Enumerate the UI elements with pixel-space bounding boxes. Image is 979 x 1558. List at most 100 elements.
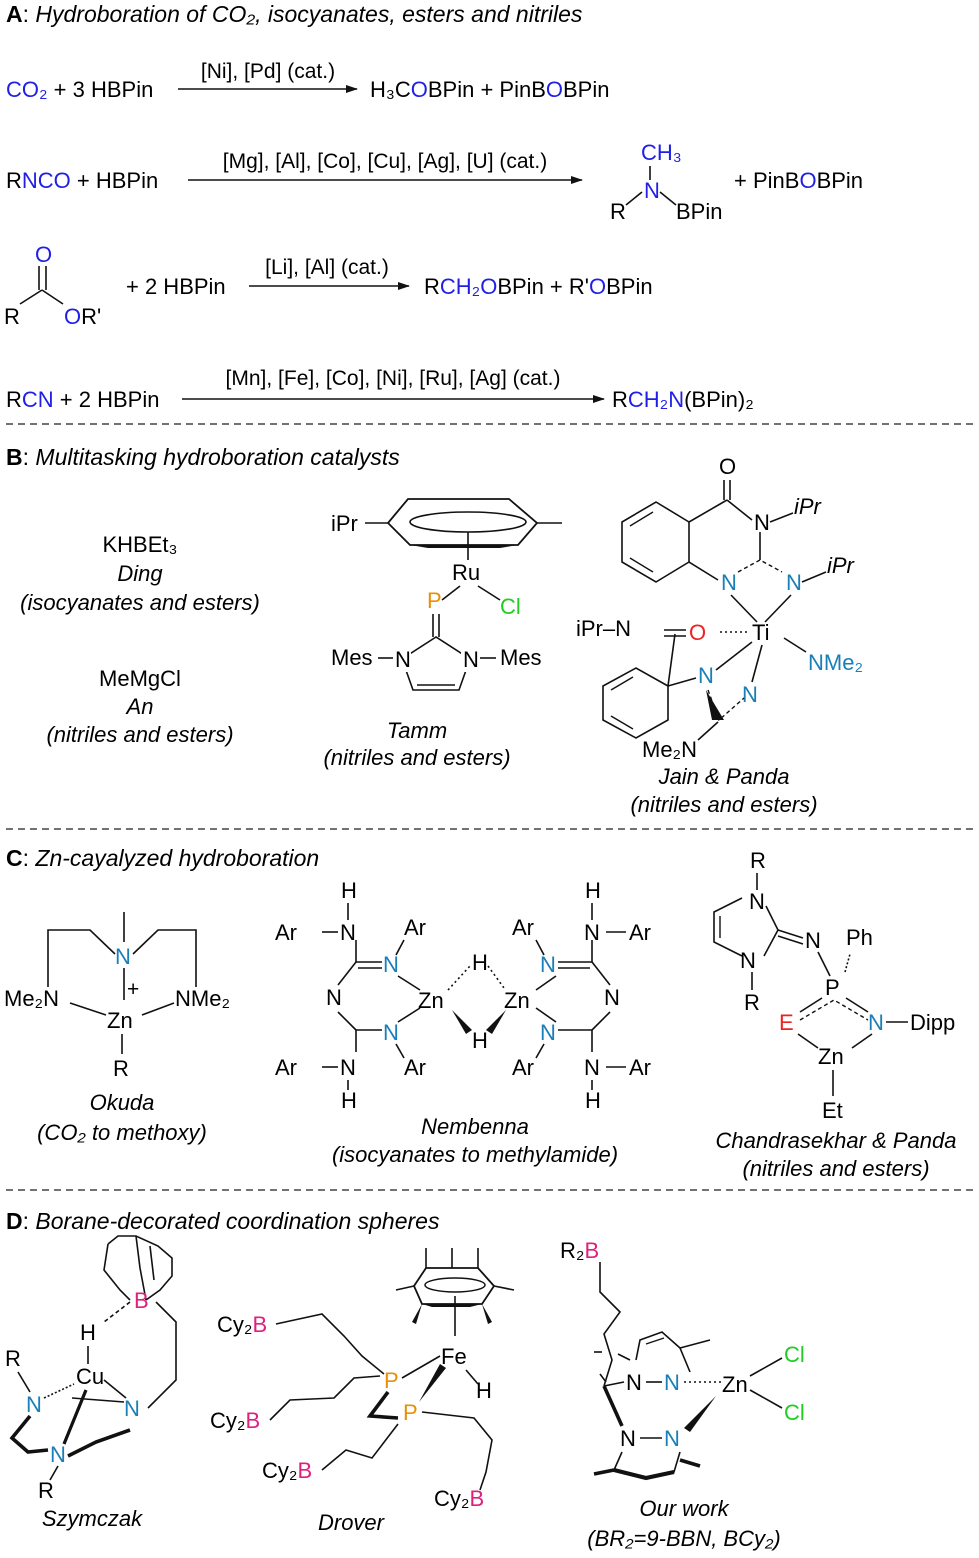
- svg-text:R: R: [5, 1346, 21, 1371]
- svg-text:Ti: Ti: [752, 620, 770, 645]
- svg-text:RCH₂OBPin + R'OBPin: RCH₂OBPin + R'OBPin: [424, 274, 653, 299]
- svg-text:Ar: Ar: [512, 915, 534, 940]
- svg-text:N: N: [50, 1442, 66, 1467]
- svg-text:N: N: [124, 1396, 140, 1421]
- svg-text:N: N: [540, 952, 556, 977]
- svg-text:N: N: [626, 1370, 642, 1395]
- catalyst-conditions: [Li], [Al] (cat.): [265, 256, 389, 279]
- svg-text:N: N: [749, 889, 765, 914]
- svg-text:P: P: [825, 975, 840, 1000]
- svg-text:Cl: Cl: [500, 594, 521, 619]
- svg-text:Me₂N: Me₂N: [642, 737, 697, 762]
- svg-text:Cl: Cl: [784, 1342, 805, 1367]
- our-work-complex: R₂B N N Zn Cl Cl N N: [560, 1238, 805, 1551]
- svg-text:P: P: [403, 1400, 418, 1425]
- section-a-title: Hydroboration of CO₂, isocyanates, ester…: [35, 1, 582, 27]
- svg-text:N: N: [604, 985, 620, 1010]
- svg-text:Ar: Ar: [512, 1055, 534, 1080]
- svg-text:N: N: [540, 1020, 556, 1045]
- svg-text:RCN + 2 HBPin: RCN + 2 HBPin: [6, 387, 159, 412]
- svg-text:N: N: [26, 1392, 42, 1417]
- svg-text:(BR₂=9-BBN, BCy₂): (BR₂=9-BBN, BCy₂): [587, 1526, 780, 1551]
- svg-text:BPin: BPin: [676, 199, 722, 224]
- svg-text:CH₃: CH₃: [641, 140, 682, 165]
- section-a-header: A: Hydroboration of CO₂, isocyanates, es…: [6, 1, 583, 27]
- svg-text:(nitriles and esters): (nitriles and esters): [630, 792, 817, 817]
- svg-text:Ar: Ar: [629, 920, 651, 945]
- svg-text:(isocyanates to methylamide): (isocyanates to methylamide): [332, 1142, 618, 1167]
- svg-text:R: R: [750, 848, 766, 873]
- svg-text:CO₂ + 3 HBPin: CO₂ + 3 HBPin: [6, 77, 153, 102]
- svg-text:Drover: Drover: [318, 1510, 386, 1535]
- svg-text:N: N: [698, 663, 714, 688]
- svg-text:N: N: [868, 1010, 884, 1035]
- svg-text:+ 2 HBPin: + 2 HBPin: [126, 274, 226, 299]
- methylamide-product: CH₃ N R BPin: [610, 140, 722, 224]
- svg-text:N: N: [644, 178, 660, 203]
- co2-products: H₃COBPin + PinBOBPin: [370, 77, 609, 102]
- svg-text:O: O: [35, 242, 52, 267]
- szymczak-complex: B H Cu R N N N R Szymczak: [5, 1235, 177, 1531]
- svg-text:An: An: [125, 694, 154, 719]
- svg-text:Me₂N: Me₂N: [4, 986, 59, 1011]
- svg-text:RCH₂N(BPin)₂: RCH₂N(BPin)₂: [612, 387, 754, 412]
- svg-text:B: B: [134, 1288, 149, 1313]
- svg-text:R: R: [610, 199, 626, 224]
- drover-complex: Fe H P P Cy₂B Cy₂B Cy₂B Cy₂B Drover: [210, 1248, 515, 1535]
- svg-text:H: H: [472, 950, 488, 975]
- svg-text:Chandrasekhar & Panda: Chandrasekhar & Panda: [716, 1128, 957, 1153]
- svg-text:R: R: [4, 304, 20, 329]
- svg-text:H: H: [585, 878, 601, 903]
- svg-text:Szymczak: Szymczak: [42, 1506, 143, 1531]
- svg-text:Zn: Zn: [418, 988, 444, 1013]
- svg-text:R: R: [113, 1056, 129, 1081]
- svg-text:Jain & Panda: Jain & Panda: [658, 764, 790, 789]
- svg-text:iPr–N: iPr–N: [576, 616, 631, 641]
- svg-text:Zn: Zn: [504, 988, 530, 1013]
- svg-text:Nembenna: Nembenna: [421, 1114, 529, 1139]
- ester-structure: O R OR': [4, 242, 101, 329]
- svg-text:Ar: Ar: [629, 1055, 651, 1080]
- svg-text:C: Zn-cayalyzed hydroboration: C: Zn-cayalyzed hydroboration: [6, 845, 319, 871]
- svg-text:Dipp: Dipp: [910, 1010, 955, 1035]
- svg-text:(nitriles and esters): (nitriles and esters): [742, 1156, 929, 1181]
- svg-text:KHBEt₃: KHBEt₃: [103, 532, 178, 557]
- svg-text:N: N: [805, 928, 821, 953]
- nembenna-complex: H N Ar N Ar N N Ar N Ar H Zn: [275, 878, 651, 1167]
- svg-text:H: H: [585, 1088, 601, 1113]
- section-a-label: A: [6, 1, 23, 27]
- svg-text:Ar: Ar: [404, 915, 426, 940]
- svg-text:N: N: [620, 1426, 636, 1451]
- svg-text:N: N: [584, 920, 600, 945]
- reaction-co2: CO₂ + 3 HBPin [Ni], [Pd] (cat.) H₃COBPin…: [6, 60, 609, 102]
- svg-text:R: R: [38, 1478, 54, 1503]
- svg-text:MeMgCl: MeMgCl: [99, 666, 181, 691]
- svg-text:N: N: [664, 1426, 680, 1451]
- svg-text:RNCO + HBPin: RNCO + HBPin: [6, 168, 158, 193]
- svg-text:Zn: Zn: [107, 1008, 133, 1033]
- svg-text:Ru: Ru: [452, 560, 480, 585]
- svg-text:Zn: Zn: [722, 1372, 748, 1397]
- svg-text:E: E: [779, 1010, 794, 1035]
- svg-text:iPr: iPr: [827, 553, 856, 578]
- svg-text:Cy₂B: Cy₂B: [210, 1408, 260, 1433]
- svg-text:H: H: [341, 1088, 357, 1113]
- svg-text:+ PinBOBPin: + PinBOBPin: [734, 168, 863, 193]
- svg-text:N: N: [742, 682, 758, 707]
- co2-reactant: CO₂: [6, 77, 48, 102]
- svg-text:N: N: [786, 570, 802, 595]
- svg-text:OR': OR': [64, 304, 101, 329]
- svg-text:Tamm: Tamm: [387, 718, 447, 743]
- svg-text:O: O: [719, 454, 736, 479]
- svg-text:Okuda: Okuda: [90, 1090, 155, 1115]
- hbpin-reagent: + 3 HBPin: [48, 77, 154, 102]
- svg-text:Ar: Ar: [404, 1055, 426, 1080]
- svg-text:H: H: [80, 1320, 96, 1345]
- svg-text:R: R: [744, 990, 760, 1015]
- svg-text:(nitriles and esters): (nitriles and esters): [46, 722, 233, 747]
- svg-text:N: N: [463, 647, 479, 672]
- svg-text:H: H: [341, 878, 357, 903]
- svg-text:NMe₂: NMe₂: [808, 650, 863, 675]
- svg-text:N: N: [383, 1020, 399, 1045]
- svg-text:N: N: [383, 952, 399, 977]
